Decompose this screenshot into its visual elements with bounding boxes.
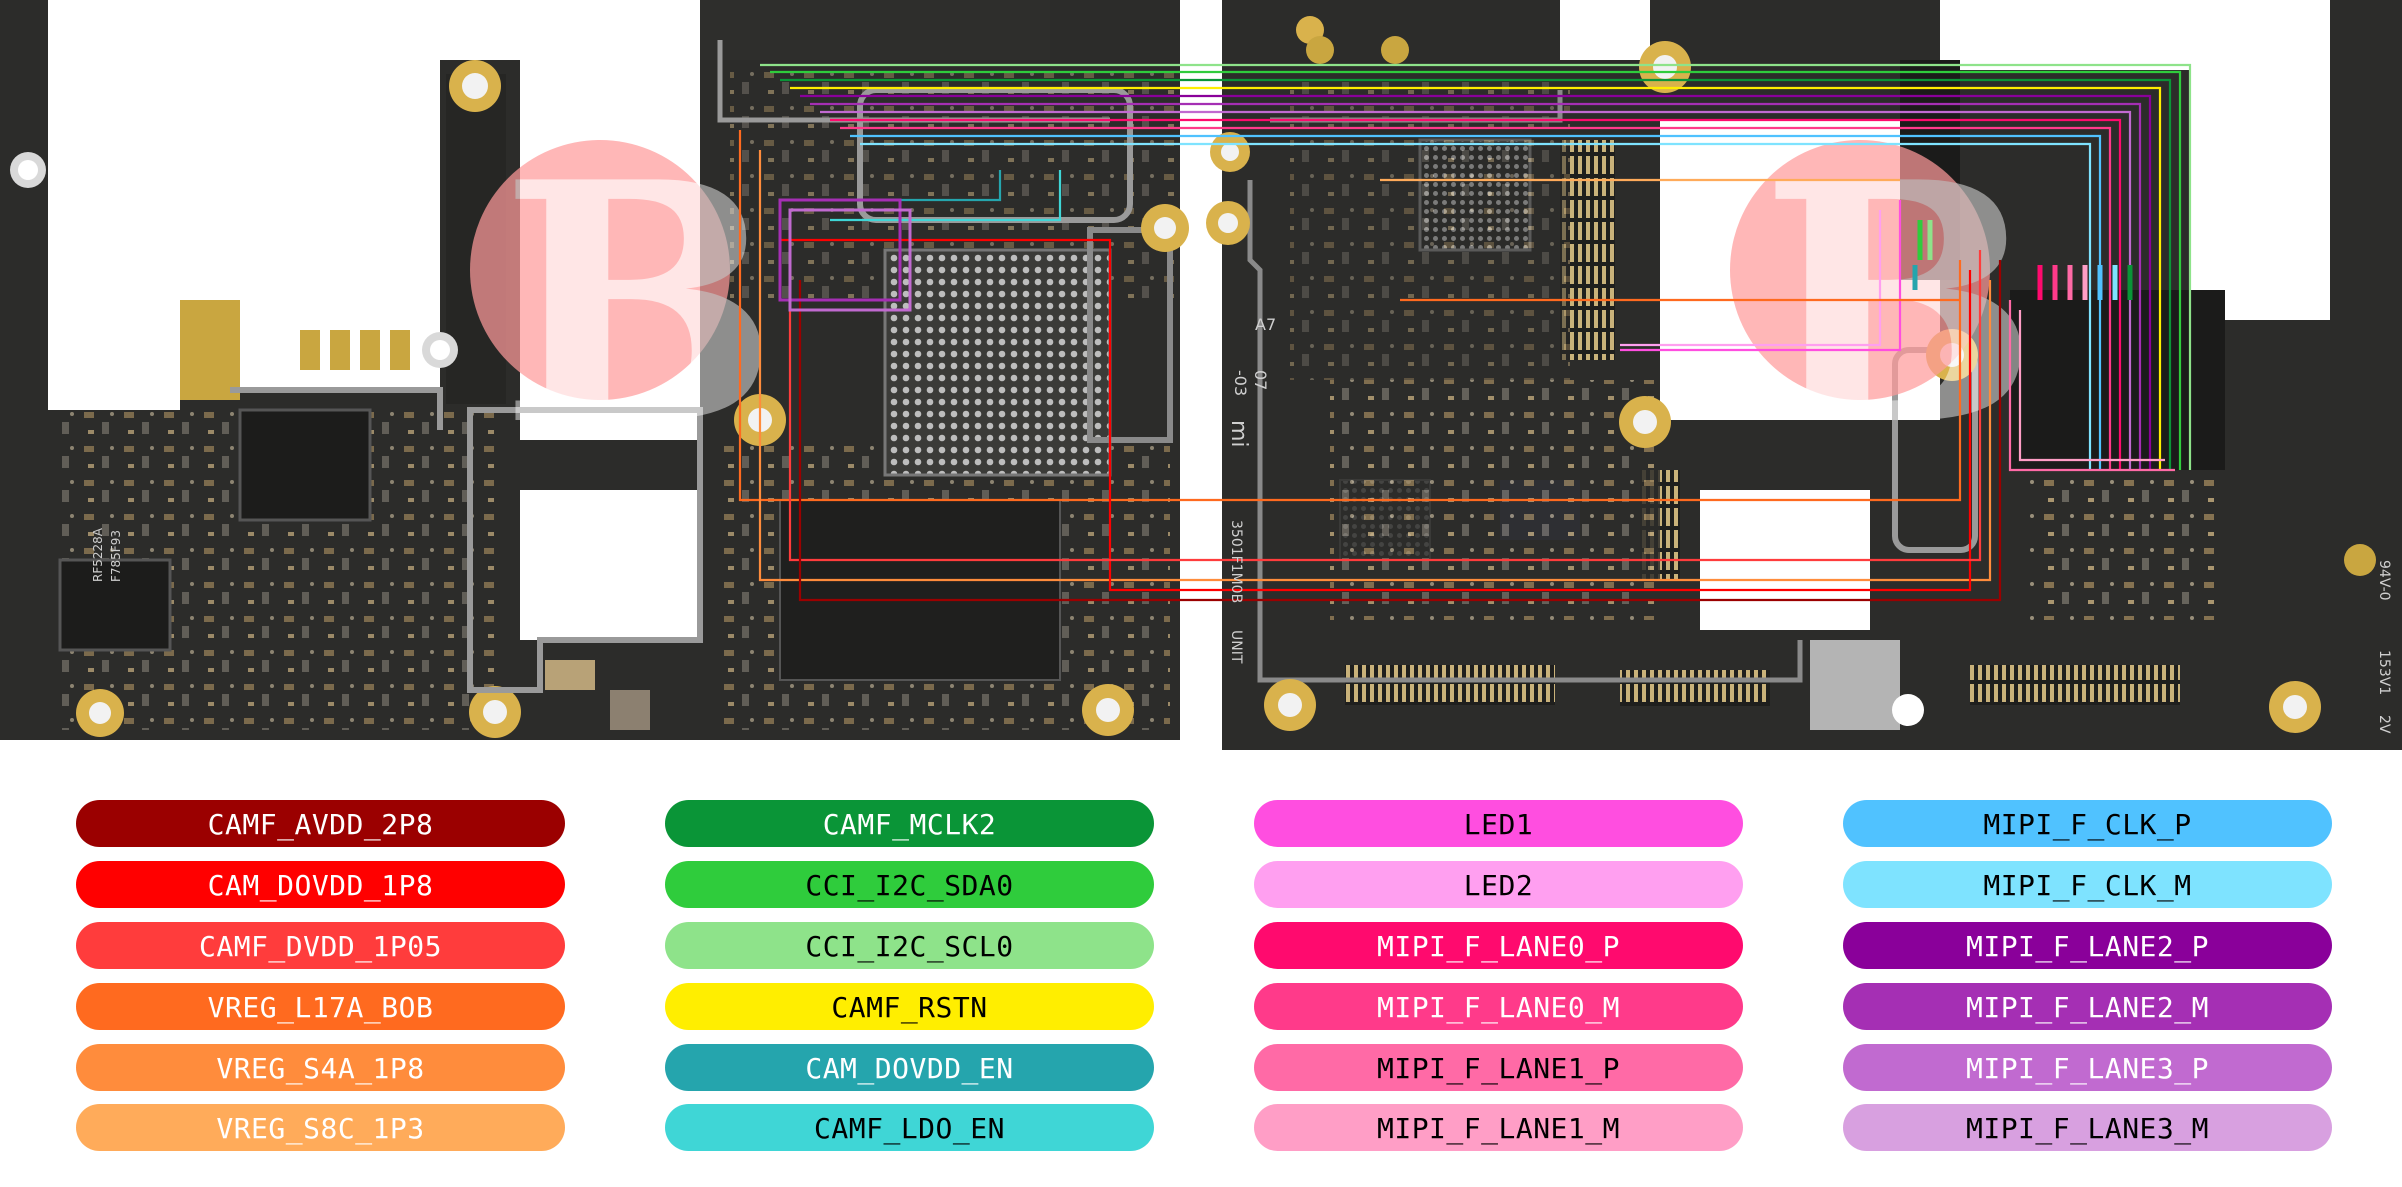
legend-label: CAMF_RSTN (831, 991, 988, 1024)
marking-right-5: 3501F1M0B (1228, 520, 1244, 603)
legend-label: CAM_DOVDD_EN (805, 1052, 1014, 1085)
legend-label: MIPI_F_LANE0_P (1376, 930, 1620, 963)
legend-label: VREG_S4A_1P8 (216, 1052, 425, 1085)
marking-left-2: F785F93 (109, 530, 123, 582)
legend-label: VREG_S8C_1P3 (216, 1112, 425, 1145)
legend-label: MIPI_F_LANE3_M (1965, 1112, 2209, 1145)
right-board (1206, 0, 2402, 750)
legend-label: LED2 (1463, 869, 1534, 902)
legend-label: CAMF_DVDD_1P05 (198, 930, 442, 963)
legend-item-camf-dvdd-1p05: CAMF_DVDD_1P05 (76, 922, 565, 969)
legend-item-mipi-f-lane1-p: MIPI_F_LANE1_P (1254, 1044, 1743, 1091)
svg-text:B: B (500, 110, 779, 498)
legend-label: MIPI_F_CLK_P (1983, 808, 2192, 841)
legend-item-camf-mclk2: CAMF_MCLK2 (665, 800, 1154, 847)
marking-right-1: A7 (1255, 315, 1276, 334)
legend-item-cam-dovdd-1p8: CAM_DOVDD_1P8 (76, 861, 565, 908)
legend-item-camf-rstn: CAMF_RSTN (665, 983, 1154, 1030)
legend-item-mipi-f-clk-p: MIPI_F_CLK_P (1843, 800, 2332, 847)
pcb-board-diagram: B B (0, 0, 2402, 750)
legend-label: CAMF_LDO_EN (814, 1112, 1005, 1145)
legend-label: CAM_DOVDD_1P8 (207, 869, 434, 902)
marking-left-1: RF5228A (91, 527, 105, 582)
marking-right-6: UNIT (1228, 630, 1244, 664)
legend-item-mipi-f-lane1-m: MIPI_F_LANE1_M (1254, 1104, 1743, 1151)
legend-item-camf-avdd-2p8: CAMF_AVDD_2P8 (76, 800, 565, 847)
legend-item-led1: LED1 (1254, 800, 1743, 847)
legend-label: MIPI_F_LANE2_M (1965, 991, 2209, 1024)
legend-item-vreg-s4a-1p8: VREG_S4A_1P8 (76, 1044, 565, 1091)
legend-item-camf-ldo-en: CAMF_LDO_EN (665, 1104, 1154, 1151)
left-board (0, 0, 1189, 740)
legend-label: CAMF_MCLK2 (822, 808, 997, 841)
legend-item-mipi-f-lane0-p: MIPI_F_LANE0_P (1254, 922, 1743, 969)
legend-item-mipi-f-lane2-m: MIPI_F_LANE2_M (1843, 983, 2332, 1030)
legend-item-mipi-f-lane3-m: MIPI_F_LANE3_M (1843, 1104, 2332, 1151)
legend-label: MIPI_F_LANE3_P (1965, 1052, 2209, 1085)
legend-label: MIPI_F_LANE1_P (1376, 1052, 1620, 1085)
legend-item-mipi-f-lane3-p: MIPI_F_LANE3_P (1843, 1044, 2332, 1091)
legend-label: MIPI_F_CLK_M (1983, 869, 2192, 902)
legend-label: MIPI_F_LANE2_P (1965, 930, 2209, 963)
marking-right-7: 94V-0 (2376, 560, 2392, 601)
net-traces (738, 63, 2192, 602)
legend-item-led2: LED2 (1254, 861, 1743, 908)
legend-item-vreg-s8c-1p3: VREG_S8C_1P3 (76, 1104, 565, 1151)
legend-label: CCI_I2C_SCL0 (805, 930, 1014, 963)
legend-item-mipi-f-lane2-p: MIPI_F_LANE2_P (1843, 922, 2332, 969)
marking-right-4: mi (1226, 420, 1251, 448)
legend-item-mipi-f-clk-m: MIPI_F_CLK_M (1843, 861, 2332, 908)
legend-label: CAMF_AVDD_2P8 (207, 808, 434, 841)
marking-right-2: 07 (1251, 370, 1270, 390)
legend-label: LED1 (1463, 808, 1534, 841)
legend-label: CCI_I2C_SDA0 (805, 869, 1014, 902)
marking-right-9: 2V (2376, 715, 2392, 734)
legend-label: VREG_L17A_BOB (207, 991, 434, 1024)
marking-right-8: 153V1 (2376, 650, 2392, 695)
legend-item-mipi-f-lane0-m: MIPI_F_LANE0_M (1254, 983, 1743, 1030)
legend-item-cam-dovdd-en: CAM_DOVDD_EN (665, 1044, 1154, 1091)
legend-label: MIPI_F_LANE0_M (1376, 991, 1620, 1024)
legend-item-vreg-l17a-bob: VREG_L17A_BOB (76, 983, 565, 1030)
marking-right-3: -03 (1231, 370, 1250, 396)
legend-item-cci-i2c-scl0: CCI_I2C_SCL0 (665, 922, 1154, 969)
net-stubs (1912, 220, 2133, 300)
watermark-logo: B B (470, 110, 2039, 498)
legend-item-cci-i2c-sda0: CCI_I2C_SDA0 (665, 861, 1154, 908)
legend-label: MIPI_F_LANE1_M (1376, 1112, 1620, 1145)
